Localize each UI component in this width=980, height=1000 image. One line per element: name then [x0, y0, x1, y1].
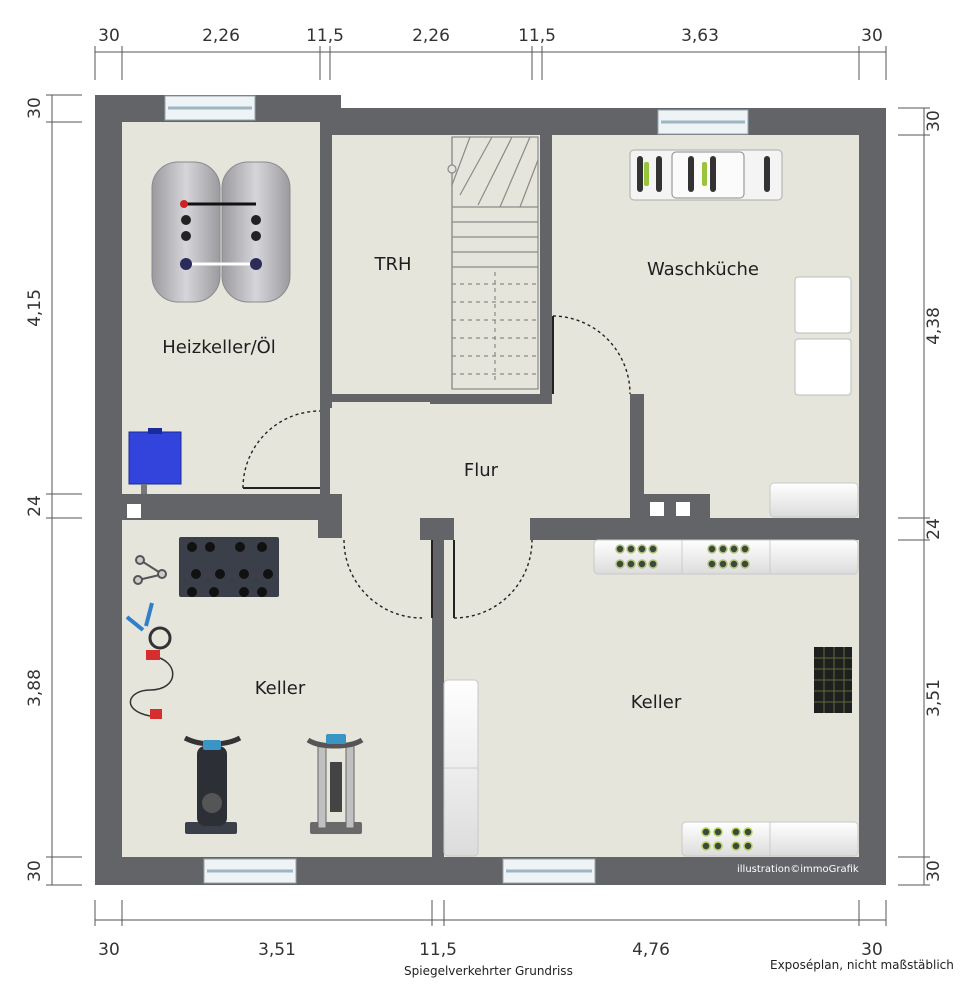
dim-right-2: 4,38: [924, 307, 944, 345]
room-label-keller-left: Keller: [255, 678, 306, 699]
dim-left-1: 30: [25, 97, 45, 119]
windows: [164, 95, 749, 884]
jump-rope: [125, 602, 172, 650]
room-label-waschkueche: Waschküche: [647, 259, 759, 280]
dim-bottom-5: 30: [861, 940, 883, 960]
dim-right-4: 3,51: [924, 679, 944, 717]
vent-shaft: [127, 504, 141, 518]
dryer: [794, 338, 852, 396]
dim-top-1: 30: [98, 26, 120, 46]
dimensions-bottom: 30 3,51 11,5 4,76 30: [98, 940, 883, 960]
dim-right-3: 24: [924, 518, 944, 540]
dim-left-2: 4,15: [25, 289, 45, 327]
dim-top-3: 11,5: [306, 26, 344, 46]
dim-left-5: 30: [25, 860, 45, 882]
weight-rack: [179, 537, 279, 597]
dimension-lines: [46, 46, 930, 926]
caption-spiegelverkehrt: Spiegelverkehrter Grundriss: [404, 964, 573, 978]
dim-bottom-1: 30: [98, 940, 120, 960]
dim-top-2: 2,26: [202, 26, 240, 46]
window-heizkeller: [164, 95, 256, 121]
dimensions-top: 30 2,26 11,5 2,26 11,5 3,63 30: [98, 26, 883, 46]
dim-top-6: 3,63: [681, 26, 719, 46]
dumbbells: [133, 555, 167, 585]
oil-tank: [151, 161, 291, 303]
dim-bottom-4: 4,76: [632, 940, 670, 960]
bottle-crates: [814, 647, 852, 713]
floor-keller-right: [444, 540, 859, 857]
dim-top-4: 2,26: [412, 26, 450, 46]
window-keller-left: [203, 858, 297, 884]
dim-bottom-3: 11,5: [419, 940, 457, 960]
staircase: [447, 136, 539, 390]
floor-trh: [332, 135, 540, 394]
caption-exposeplan: Exposéplan, nicht maßstäblich: [770, 958, 954, 972]
dim-left-4: 3,88: [25, 669, 45, 707]
exercise-bike: [183, 735, 242, 834]
floor-areas: [122, 122, 859, 857]
elliptical-trainer: [306, 734, 364, 834]
door-swings: [242, 315, 631, 619]
dim-top-7: 30: [861, 26, 883, 46]
room-label-trh: TRH: [373, 254, 411, 275]
illustration-credit: illustration©immoGrafik: [737, 864, 859, 875]
dim-bottom-2: 3,51: [258, 940, 296, 960]
dim-right-1: 30: [924, 110, 944, 132]
dim-top-5: 11,5: [518, 26, 556, 46]
room-label-flur: Flur: [464, 460, 499, 481]
boiler: [128, 428, 182, 494]
shelf-left: [443, 679, 479, 857]
vent-shaft: [650, 502, 664, 516]
shoe-rack: [629, 149, 783, 201]
window-keller-right: [502, 858, 596, 884]
room-label-keller-right: Keller: [631, 692, 682, 713]
dimensions-left: 30 4,15 24 3,88 30: [25, 97, 45, 882]
shelf-top: [593, 539, 859, 575]
sink-counter: [769, 482, 859, 518]
vent-shaft: [676, 502, 690, 516]
dimensions-right: 30 4,38 24 3,51 30: [924, 110, 944, 882]
washing-machine: [794, 276, 852, 334]
shelf-bottom: [681, 821, 859, 857]
room-label-heizkeller: Heizkeller/Öl: [162, 336, 276, 358]
window-waschkueche: [657, 109, 749, 135]
room-labels: Heizkeller/Öl TRH Waschküche Flur Keller…: [162, 254, 759, 713]
resistance-band: [129, 650, 174, 719]
dim-right-5: 30: [924, 860, 944, 882]
dim-left-3: 24: [25, 495, 45, 517]
floor-flur: [330, 402, 634, 520]
